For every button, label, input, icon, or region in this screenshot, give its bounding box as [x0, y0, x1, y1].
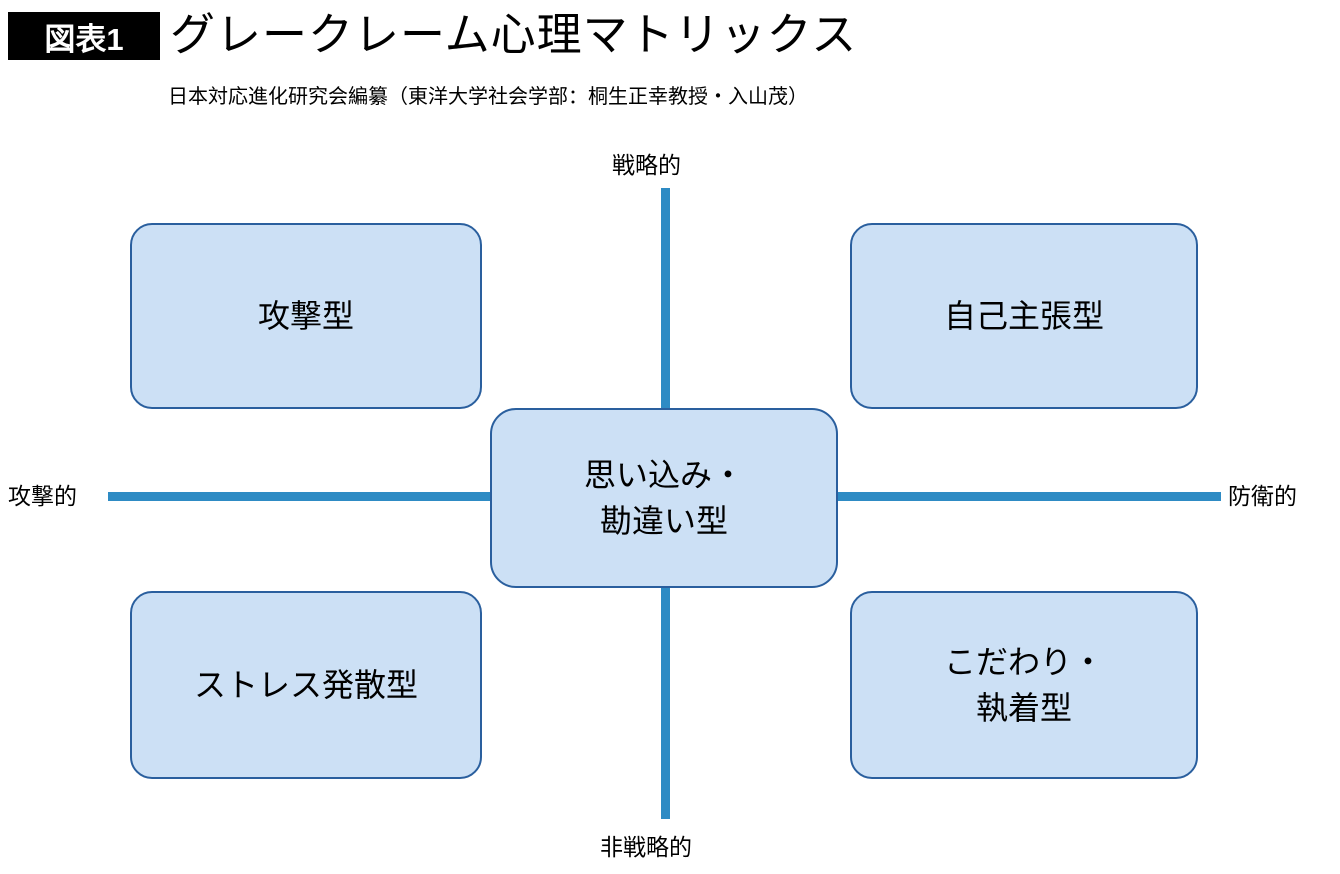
horizontal-axis-right-line: [836, 492, 1221, 501]
axis-label-left: 攻撃的: [8, 483, 77, 509]
page-subtitle: 日本対応進化研究会編纂（東洋大学社会学部：桐生正幸教授・入山茂）: [168, 86, 808, 108]
quadrant-box-upper-left: 攻撃型: [130, 223, 482, 409]
axis-label-right: 防衛的: [1228, 483, 1297, 509]
horizontal-axis-left-line: [108, 492, 493, 501]
quadrant-label-upper-left: 攻撃型: [257, 298, 354, 334]
quadrant-label-lower-left: ストレス発散型: [193, 667, 418, 703]
vertical-axis-lower-line: [661, 585, 670, 819]
quadrant-box-center: 思い込み・ 勘違い型: [490, 408, 838, 588]
quadrant-label-center: 思い込み・ 勘違い型: [583, 457, 744, 539]
quadrant-box-lower-right: こだわり・ 執着型: [850, 591, 1198, 779]
header: 図表1 グレークレーム心理マトリックス 日本対応進化研究会編纂（東洋大学社会学部…: [0, 0, 1340, 130]
axis-label-top: 戦略的: [612, 152, 681, 178]
quadrant-box-lower-left: ストレス発散型: [130, 591, 482, 779]
figure-number-badge: 図表1: [8, 12, 160, 60]
quadrant-box-upper-right: 自己主張型: [850, 223, 1198, 409]
quadrant-label-upper-right: 自己主張型: [943, 298, 1104, 334]
page-title: グレークレーム心理マトリックス: [170, 9, 858, 60]
axis-label-bottom: 非戦略的: [600, 834, 692, 860]
quadrant-label-lower-right: こだわり・ 執着型: [943, 644, 1104, 726]
vertical-axis-upper-line: [661, 188, 670, 413]
